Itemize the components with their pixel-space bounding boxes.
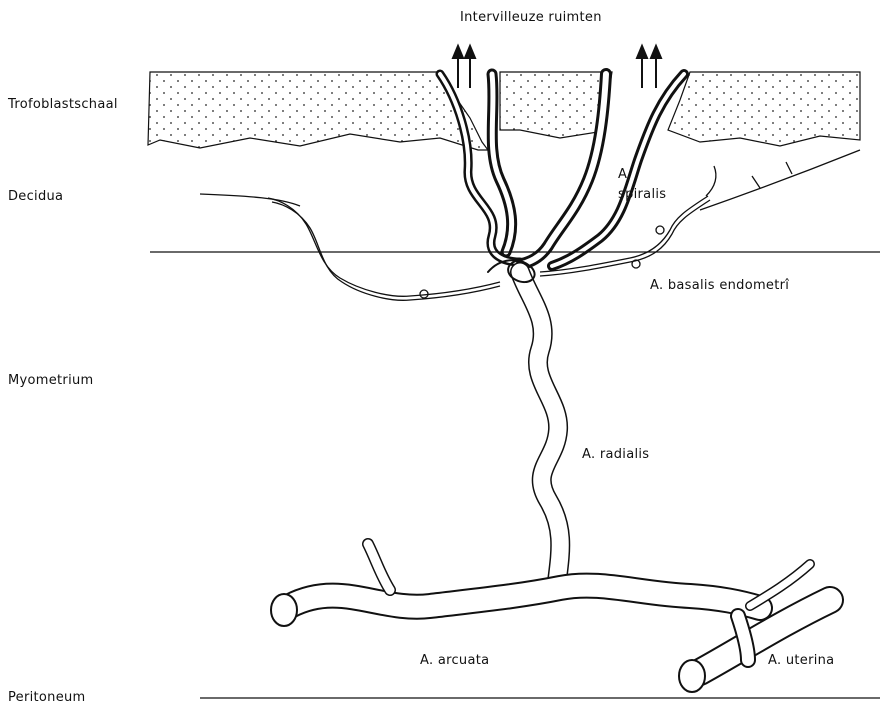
decidua-label: Decidua: [8, 189, 63, 205]
arrows-left: [453, 46, 475, 88]
trophoblast-shell: [668, 72, 860, 146]
a-basalis-label: A. basalis endometrî: [650, 278, 789, 294]
arrows-right: [637, 46, 661, 88]
peritoneum-label: Peritoneum: [8, 690, 86, 706]
trophoblast-shell-label: Trofoblastschaal: [8, 97, 118, 113]
uterine-artery-end: [679, 660, 705, 692]
trophoblast-shell: [148, 72, 488, 150]
radial-artery: [488, 260, 560, 590]
arcuate-artery-end: [271, 594, 297, 626]
a-uterina-label: A. uterina: [768, 653, 834, 669]
a-arcuata-label: A. arcuata: [420, 653, 489, 669]
intervillous-spaces-label: Intervilleuze ruimten: [460, 10, 602, 26]
a-spiralis-label-line1: A.: [618, 167, 631, 183]
myometrium-label: Myometrium: [8, 373, 93, 389]
a-spiralis-label-line2: spiralis: [618, 187, 666, 203]
a-radialis-label: A. radialis: [582, 447, 649, 463]
